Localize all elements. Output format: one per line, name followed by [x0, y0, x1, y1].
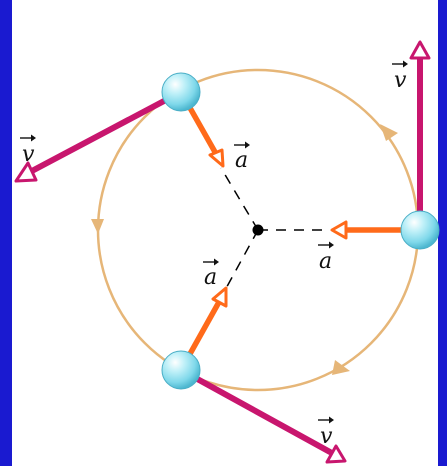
velocity-vector-right: [409, 40, 431, 233]
velocity-label-bottom: v: [318, 416, 334, 449]
velocity-label-left: v: [20, 134, 36, 167]
path-direction-arrow-bottom: [332, 360, 350, 375]
acceleration-label-right-text: a: [319, 249, 332, 274]
acceleration-label-bottom-text: a: [204, 265, 217, 290]
particle-bottom: [161, 350, 201, 390]
acceleration-label-top-text: a: [235, 148, 248, 173]
radius-line-top: [220, 167, 259, 231]
velocity-label-bottom-text: v: [320, 424, 333, 449]
acceleration-label-right: a: [318, 241, 334, 274]
acceleration-label-top: a: [234, 141, 250, 173]
acceleration-label-bottom: a: [203, 258, 219, 290]
velocity-vector-bottom: [178, 367, 347, 464]
velocity-label-left-text: v: [22, 142, 35, 167]
velocity-label-right-text: v: [394, 68, 407, 93]
path-direction-arrow-top-right: [380, 124, 398, 141]
velocity-vector-top: [14, 89, 184, 183]
center-point: [252, 224, 264, 236]
velocity-label-right: v: [392, 60, 408, 93]
particle-right: [400, 210, 440, 250]
particle-top: [161, 72, 201, 112]
radius-line-bottom: [223, 229, 259, 293]
path-direction-arrow-left: [91, 219, 104, 234]
diagram-panel: [12, 0, 438, 466]
